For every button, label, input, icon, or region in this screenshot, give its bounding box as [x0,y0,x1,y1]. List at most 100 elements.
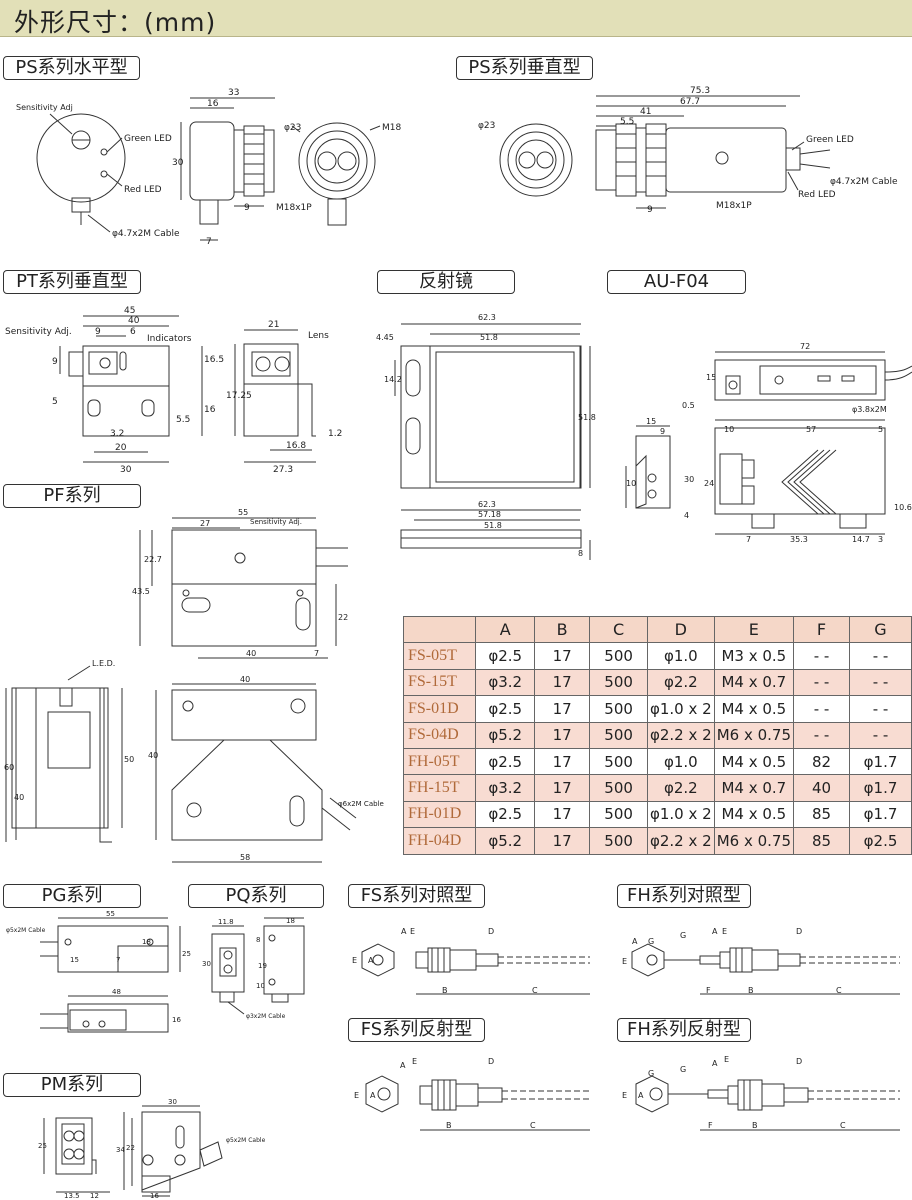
dim-label: 35.3 [790,535,808,544]
spec-cell: 85 [792,827,851,855]
label-sensitivity: Sensitivity Adj [16,103,73,112]
dim-label-c: C [840,1121,846,1130]
section-header-fs-reflective: FS系列反射型 [348,1018,485,1042]
table-header-row: A B C D E F G [402,615,912,644]
spec-cell: 17 [534,668,591,697]
spec-cell: - - [849,695,912,723]
label-lens: Lens [308,331,329,341]
fh-through-drawing [631,943,900,995]
pt-dims: 45 40 9 6 16.5 16 3.2 20 30 5.5 21 17.25… [5,306,342,475]
dim-label: 4.45 [376,333,394,342]
reflector-dims: 62.3 51.8 4.45 14.2 51.8 62.3 57.18 51.8… [376,313,596,558]
spec-cell: φ1.0 [646,747,715,776]
fs-through-dims: A E D E A B C [352,927,538,995]
dim-label: 45 [124,306,135,316]
spec-cell: M4 x 0.7 [713,668,794,697]
label-green-led: Green LED [806,135,854,145]
section-header-pf: PF系列 [3,484,141,508]
spec-cell: 17 [534,800,591,829]
spec-cell: 82 [792,747,851,776]
dim-label: 16 [172,1016,181,1024]
dim-label: 57 [806,425,816,434]
dim-label-d: D [488,927,494,936]
dim-label-a: A [638,1091,644,1100]
spec-cell: - - [792,721,851,749]
dim-label-g: G [648,937,654,946]
table-header-cell: G [849,615,912,644]
dim-label-b: B [442,986,448,995]
label-cable: φ4.7x2M Cable [112,229,180,239]
dim-label: 9 [647,205,653,215]
dim-label: 18 [286,917,295,925]
dim-label: 11.8 [218,918,234,926]
section-header-pq: PQ系列 [188,884,324,908]
pq-dims: 11.8 18 30 19 8 10 φ3x2M Cable [202,917,295,1020]
dim-label-e: E [622,957,627,966]
au-f04-dims: 72 15 15 9 0.5 10 57 5 10 30 24 10.6 7 3… [626,342,912,544]
dim-label: 3 [878,535,883,544]
spec-cell: 500 [589,747,648,776]
spec-cell: φ1.0 x 2 [646,800,715,829]
dim-label: 10 [626,479,636,488]
model-cell: FS-01D [402,695,477,723]
dim-label: 25 [182,950,191,958]
spec-cell: M6 x 0.75 [713,827,794,855]
label-sensitivity: Sensitivity Adj. [5,327,72,337]
dim-label-a: A [401,927,407,936]
spec-cell: - - [849,721,912,749]
dim-label-a: A [632,937,638,946]
dim-label: 5.5 [620,117,634,127]
table-header-cell: B [534,615,591,644]
dim-label: 15 [706,373,716,382]
spec-cell: 17 [534,827,591,855]
spec-cell: - - [792,695,851,723]
spec-cell: φ2.2 [646,668,715,697]
dim-label-e: E [622,1091,627,1100]
dim-label: 16 [207,99,219,109]
spec-cell: M6 x 0.75 [713,721,794,749]
dim-label: 7 [314,649,319,658]
fs-reflective-drawing [365,1075,590,1131]
dim-label-a: A [712,1059,718,1068]
dim-label: 12 [90,1192,99,1200]
spec-cell: M4 x 0.7 [713,774,794,802]
spec-cell: M4 x 0.5 [713,800,794,829]
model-cell: FH-04D [402,827,477,855]
dim-label-a: A [400,1061,406,1070]
dim-label: 5 [52,397,58,407]
dim-label-e: E [724,1055,729,1064]
dim-label: 33 [228,88,239,98]
label-cable: φ3.8x2M [852,405,887,414]
spec-cell: φ1.7 [849,774,912,802]
dim-label: 14.7 [852,535,870,544]
label-cable: φ4.7x2M Cable [830,177,898,187]
dim-label: 60 [4,763,14,772]
dim-label-b: B [748,986,754,995]
dim-label-c: C [530,1121,536,1130]
section-header-pt-vertical: PT系列垂直型 [3,270,141,294]
dim-label: 21 [268,320,279,330]
dim-label: 22.7 [144,555,162,564]
spec-cell: φ5.2 [475,721,536,749]
dim-label: 34 [116,1146,125,1154]
dim-label: 62.3 [478,500,496,509]
dim-label-e: E [354,1091,359,1100]
dim-label: 17.25 [226,391,252,401]
spec-cell: φ1.7 [849,800,912,829]
pf-dims: 55 27 43.5 22.7 22 40 7 40 50 60 40 40 5… [4,508,384,862]
spec-cell: 500 [589,721,648,749]
table-header-cell: C [589,615,648,644]
section-header-ps-vertical: PS系列垂直型 [456,56,593,80]
label-diameter: φ23 [478,121,495,131]
dim-label-d: D [488,1057,494,1066]
dim-label: 14.2 [384,375,402,384]
pt-drawing [59,315,316,463]
section-header-reflector: 反射镜 [377,270,515,294]
ps-vertical-dims: 75.3 67.7 41 5.5 9 φ23 Green LED φ4.7x2M… [478,86,898,215]
dim-label: 9 [244,203,250,213]
model-cell: FS-15T [402,668,477,697]
